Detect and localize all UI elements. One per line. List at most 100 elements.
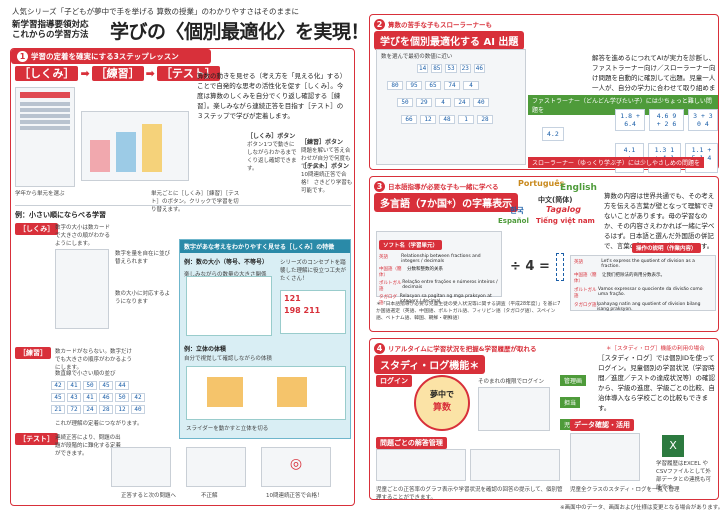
login-label: ログイン	[376, 375, 412, 387]
grid-row-bot: 66 12 48 1 28	[401, 115, 501, 124]
fast-problem: 4.6 9 + 2 6	[649, 109, 684, 131]
fraction-input[interactable]	[556, 253, 564, 281]
feature-caption: スライダーを動かすと立体を切る	[186, 426, 269, 432]
number-cell[interactable]: 21	[51, 405, 65, 414]
grid-cell[interactable]: 95	[406, 81, 422, 90]
shikumi-button-desc: ボタン1つで動きにしながらわかるまでくり返し確認できます。	[247, 142, 297, 172]
soft-row: 中国語（簡体）分数和整数的关系	[379, 266, 499, 278]
sample-text: Let's express the quotient of division a…	[601, 259, 695, 269]
grid-cell[interactable]: 53	[445, 64, 457, 73]
number-cell[interactable]: 41	[83, 393, 97, 402]
section1-steps: ［しくみ］➡［練習］➡［テスト］	[15, 65, 222, 81]
section3-heading: 日本語指導が必要な子も一緒に学べる	[388, 183, 499, 191]
number-cell[interactable]: 45	[99, 381, 113, 390]
grid-cell[interactable]: 24	[454, 98, 470, 107]
grid-cell[interactable]: 1	[458, 115, 474, 124]
grid-cell[interactable]: 85	[431, 64, 443, 73]
renshu-number-grid: 42 41 50 45 44 45 43 41 46 50 42 21 72 2…	[51, 381, 145, 414]
grid-cell[interactable]: 80	[387, 81, 403, 90]
section2-number: 2	[374, 19, 385, 30]
problem-mgmt-label: 問題ごとの解答管理	[376, 437, 447, 449]
grid-cell[interactable]: 4	[435, 98, 451, 107]
section2-title: 学びを個別最適化する AI 出題	[374, 31, 525, 50]
login-caption: そのまれの権限でログイン	[478, 379, 545, 385]
number-cell[interactable]: 42	[131, 393, 145, 402]
test-callout: ［テスト］ボタン 10問連続正答で合格！ さきどり学習も可能です。	[301, 161, 353, 194]
number-cell[interactable]: 24	[83, 405, 97, 414]
problem-screenshot	[376, 449, 466, 481]
step-test: ［テスト］	[156, 66, 220, 81]
sample-subtitle-box: 英語 Let's express the quotient of division…	[570, 255, 716, 312]
grid-row-mid2: 50 29 4 24 40	[397, 98, 505, 107]
test-screenshot-2	[186, 447, 246, 487]
grid-cell[interactable]: 14	[417, 64, 429, 73]
feature-example-1: 例：数の大小（等号、不等号）	[184, 259, 269, 266]
number-cell[interactable]: 28	[99, 405, 113, 414]
grid-cell[interactable]: 66	[401, 115, 417, 124]
grid-cell[interactable]: 46	[473, 64, 486, 73]
grid-cell[interactable]: 28	[477, 115, 493, 124]
grid-cell[interactable]: 65	[425, 81, 441, 90]
lang-tagalog: Tagalog	[546, 205, 581, 214]
lang-portuguese: Português	[518, 179, 565, 188]
number-cell[interactable]: 40	[131, 405, 145, 414]
grid-row-mid: 80 95 65 74 4	[387, 81, 515, 90]
feature-concept: シリーズのコンセプトを踏襲した理解に役立つ工夫がたくさん！	[280, 260, 347, 282]
grid-cell[interactable]: 48	[439, 115, 455, 124]
slow-middle-value: 4.2	[542, 127, 564, 141]
soft-lang: 中国語（簡体）	[379, 267, 402, 278]
number-cell[interactable]: 50	[83, 381, 97, 390]
number-cell[interactable]: 41	[67, 381, 81, 390]
number-cell[interactable]: 46	[99, 393, 113, 402]
number-cell[interactable]: 50	[115, 393, 129, 402]
sample-row: 英語 Let's express the quotient of division…	[574, 259, 712, 269]
sample-lang: 英語	[574, 260, 583, 265]
number-cell[interactable]: 44	[115, 381, 129, 390]
example-title: 例：小さい順にならべる学習	[15, 211, 106, 219]
grid-cell[interactable]: 74	[444, 81, 460, 90]
lang-chinese: 中文(简体)	[538, 196, 573, 204]
section4-title: スタディ・ログ機能＊	[374, 355, 486, 374]
section4-number: 4	[374, 343, 385, 354]
lang-english: English	[560, 183, 597, 193]
volume-screenshot	[186, 366, 346, 420]
section1-number: 1	[17, 51, 28, 62]
section3-number: 3	[374, 181, 385, 192]
number-cell[interactable]: 42	[51, 381, 65, 390]
grid-cell[interactable]: 4	[463, 81, 479, 90]
number-cell[interactable]: 12	[115, 405, 129, 414]
analysis-screenshot	[470, 449, 560, 481]
fast-problem: 3 + 3 0 4	[687, 109, 718, 131]
sample-lang: 中国語（簡体）	[574, 273, 597, 284]
shikumi-features-panel: 数字があな考えをわかりやすく見せる［しくみ］の特徴 例：数の大小（等号、不等号）…	[179, 239, 351, 439]
number-cell[interactable]: 72	[67, 405, 81, 414]
features-title: 数字があな考えをわかりやすく見せる［しくみ］の特徴	[180, 240, 350, 253]
renshu-button-desc: 問題を解いて答え合わせが自分で何度もできます。	[301, 148, 351, 170]
step-renshu: ［練習］	[91, 66, 144, 81]
login-screenshot	[478, 387, 550, 431]
fast-problem: 1.8 + 6.4	[615, 109, 646, 131]
number-cell[interactable]: 43	[67, 393, 81, 402]
number-cell[interactable]: 45	[51, 393, 65, 402]
example-test-tag: ［テスト］	[15, 433, 58, 445]
renshu-row: 21 72 24 28 12 40	[51, 405, 145, 414]
grid-cell[interactable]: 40	[473, 98, 489, 107]
feature-example-2-desc: 自分で視覚して確認しながらの体積	[184, 356, 272, 362]
subtitle-line-2: これからの学習方法	[12, 30, 89, 40]
book-title-2: 算数	[432, 403, 451, 413]
grid-cell[interactable]: 23	[459, 64, 471, 73]
csv-caption: 学習履歴はEXCEL やCSVファイルとして外部データとの連携も可能です。	[656, 461, 711, 491]
grid-cell[interactable]: 29	[416, 98, 432, 107]
test-caption-1: 正答すると次の問題へ	[121, 493, 177, 499]
renshu-callout: ［練習］ボタン 問題を解いて答え合わせが自分で何度もできます。	[301, 137, 353, 170]
example-shikumi-desc: 数字の大小は数カードで大きさの順がわかるようにします。	[55, 225, 111, 247]
example-renshu-desc: 数カードがならない。数字だけでも大きさの順序がわかるようにします。	[55, 349, 133, 371]
grid-cell[interactable]: 50	[397, 98, 413, 107]
pass-icon: ◎	[289, 456, 303, 472]
caption-mid: 単元ごとに［しくみ］［練習］［テスト］のボタン。クリックで学習を切り替えます。	[151, 191, 240, 213]
section3-title: 多言語（7か国*）の字幕表示	[374, 193, 519, 212]
grid-cell[interactable]: 12	[420, 115, 436, 124]
